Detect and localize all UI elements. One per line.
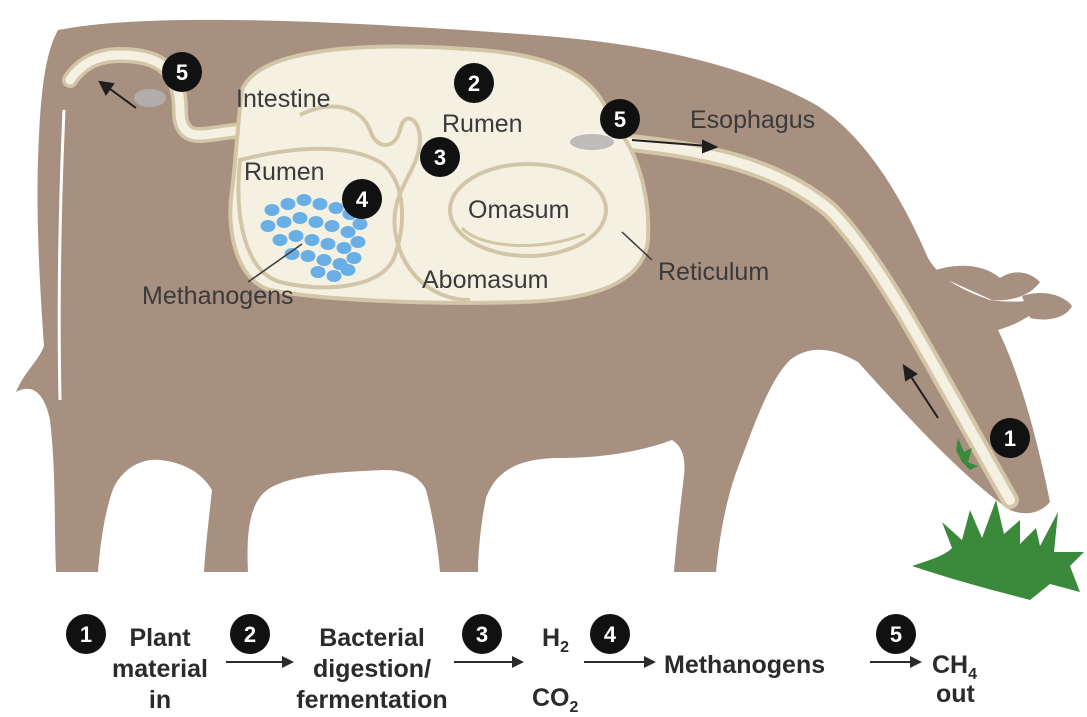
svg-text:material: material — [112, 655, 208, 683]
label-reticulum: Reticulum — [658, 258, 769, 286]
methanogen-dot — [325, 220, 340, 232]
methanogen-dot — [329, 202, 344, 214]
svg-text:fermentation: fermentation — [296, 686, 447, 714]
methanogen-dot — [351, 236, 366, 248]
svg-text:4: 4 — [356, 187, 369, 212]
methanogen-dot — [289, 230, 304, 242]
svg-text:1: 1 — [80, 622, 92, 647]
svg-text:5: 5 — [614, 107, 626, 132]
label-omasum: Omasum — [468, 196, 569, 224]
methanogen-dot — [309, 216, 324, 228]
methanogen-dot — [265, 204, 280, 216]
label-esophagus: Esophagus — [690, 106, 815, 134]
svg-text:H2: H2 — [542, 624, 569, 656]
label-intestine: Intestine — [236, 85, 331, 113]
methanogen-dot — [321, 238, 336, 250]
svg-text:5: 5 — [176, 60, 188, 85]
flow-step-3: 3 H2 CO2 — [462, 614, 579, 716]
flow-arrow-4-head — [910, 656, 922, 668]
methanogen-dot — [311, 266, 326, 278]
gas-puff-rear — [134, 89, 166, 107]
svg-text:2: 2 — [468, 71, 480, 96]
methanogen-dot — [277, 216, 292, 228]
methanogen-dot — [261, 220, 276, 232]
badge-methanogens: 4 — [342, 179, 382, 219]
svg-text:CO2: CO2 — [532, 684, 579, 716]
badge-rumen-top: 2 — [454, 63, 494, 103]
flow-arrow-3-head — [644, 656, 656, 668]
badge-mid: 3 — [420, 137, 460, 177]
process-flow: 1 Plant material in 2 Bacterial digestio… — [66, 614, 977, 716]
flow-step-2: 2 Bacterial digestion/ fermentation — [230, 614, 448, 714]
flow-arrow-2-head — [512, 656, 524, 668]
svg-text:5: 5 — [890, 622, 902, 647]
methanogen-dot — [297, 194, 312, 206]
gas-puff-esophagus — [570, 134, 614, 150]
svg-text:3: 3 — [434, 145, 446, 170]
svg-text:Methanogens: Methanogens — [664, 651, 825, 679]
svg-text:Bacterial: Bacterial — [319, 624, 425, 652]
badge-esophagus: 5 — [600, 99, 640, 139]
methanogen-dot — [341, 264, 356, 276]
svg-text:1: 1 — [1004, 426, 1016, 451]
flow-step-4: 4 Methanogens — [590, 614, 825, 679]
methanogen-dot — [313, 198, 328, 210]
svg-text:in: in — [149, 686, 171, 714]
methanogen-dot — [347, 252, 362, 264]
svg-text:4: 4 — [604, 622, 617, 647]
svg-text:CH4: CH4 — [932, 651, 977, 683]
methanogen-dot — [353, 218, 368, 230]
methanogen-dot — [293, 212, 308, 224]
label-rumen-top: Rumen — [442, 110, 523, 138]
methanogen-dot — [337, 242, 352, 254]
svg-text:2: 2 — [244, 622, 256, 647]
label-methanogens: Methanogens — [142, 282, 294, 310]
methanogen-dot — [281, 198, 296, 210]
methanogen-dot — [301, 250, 316, 262]
methanogen-dot — [317, 254, 332, 266]
methanogen-dot — [327, 270, 342, 282]
svg-text:3: 3 — [476, 622, 488, 647]
badge-rear-exit: 5 — [162, 52, 202, 92]
label-abomasum: Abomasum — [422, 266, 548, 294]
svg-text:out: out — [936, 680, 976, 708]
badge-mouth: 1 — [990, 418, 1030, 458]
svg-text:digestion/: digestion/ — [313, 655, 431, 683]
flow-step-1: 1 Plant material in — [66, 614, 208, 714]
methanogen-dot — [341, 226, 356, 238]
grass-tuft — [912, 500, 1084, 600]
methanogen-dot — [273, 234, 288, 246]
methanogen-dot — [305, 234, 320, 246]
cow-horn — [1022, 293, 1072, 319]
label-rumen-left: Rumen — [244, 158, 325, 186]
flow-arrow-1-head — [282, 656, 294, 668]
svg-text:Plant: Plant — [129, 624, 191, 652]
